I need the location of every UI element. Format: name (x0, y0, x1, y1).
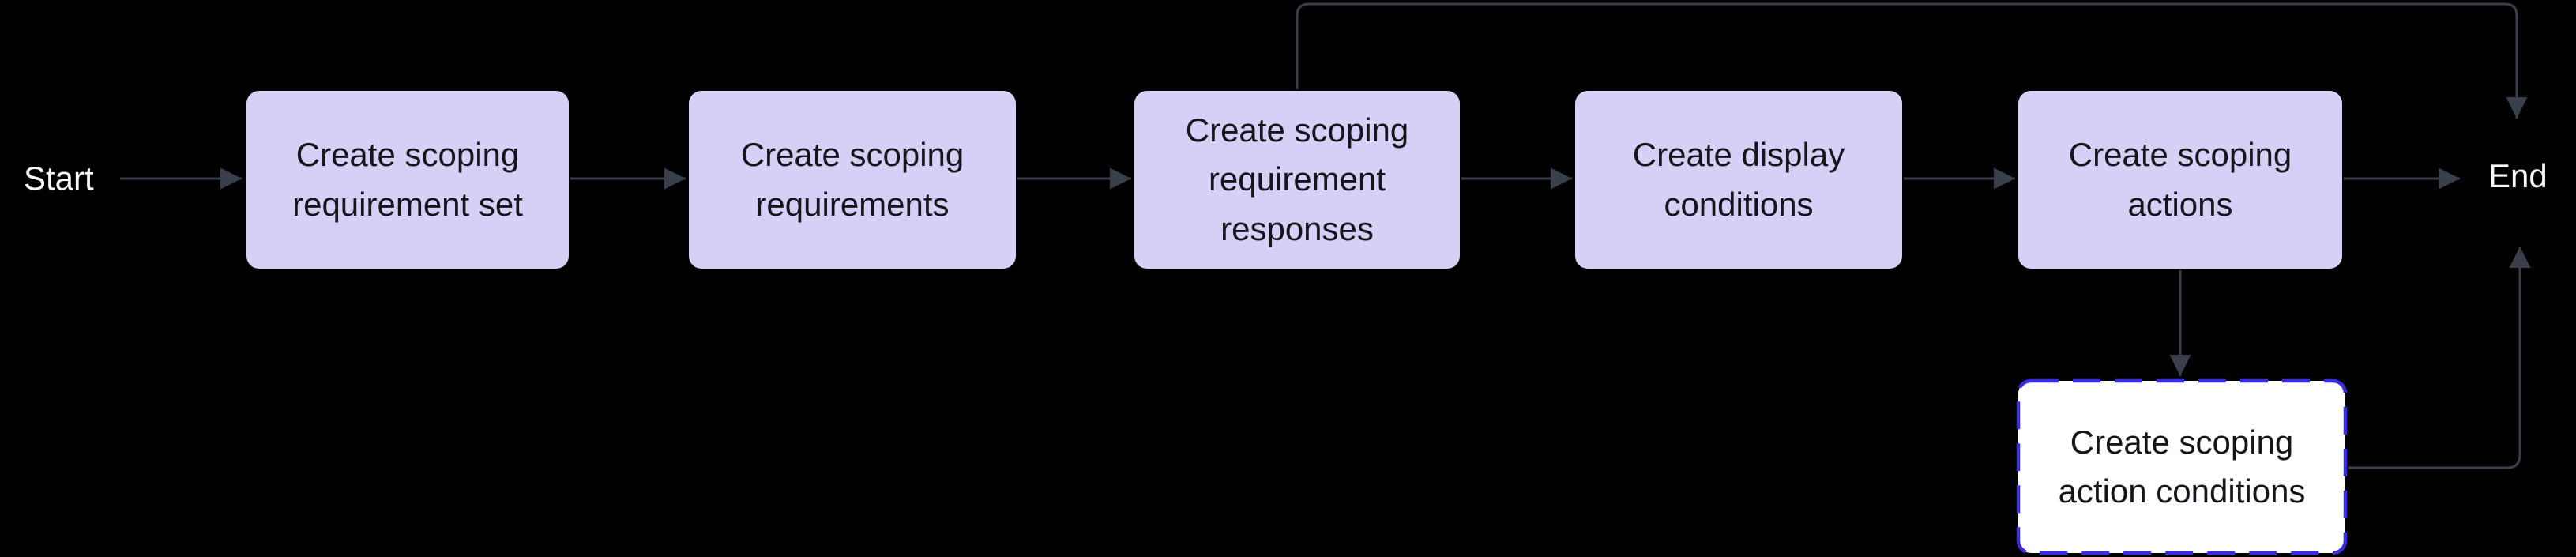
node-create-scoping-action-conditions[interactable]: Create scoping action conditions (2058, 423, 2306, 510)
node-create-scoping-requirements[interactable]: Create scoping requirements (689, 91, 1016, 269)
node-create-scoping-requirement-set[interactable]: Create scoping requirement set (246, 91, 569, 269)
node-create-scoping-requirement-responses[interactable]: Create scoping requirement responses (1134, 91, 1460, 269)
node-frame-create-scoping-action-conditions (2016, 378, 2348, 555)
end-label: End (2488, 157, 2548, 194)
edge-requirement-responses-to-end-skip (1296, 2, 2528, 119)
node-create-scoping-actions[interactable]: Create scoping actions (2018, 91, 2342, 269)
edge-action-conditions-to-end (2348, 247, 2531, 469)
node-create-display-conditions[interactable]: Create display conditions (1575, 91, 1902, 269)
start-label: Start (24, 160, 94, 197)
